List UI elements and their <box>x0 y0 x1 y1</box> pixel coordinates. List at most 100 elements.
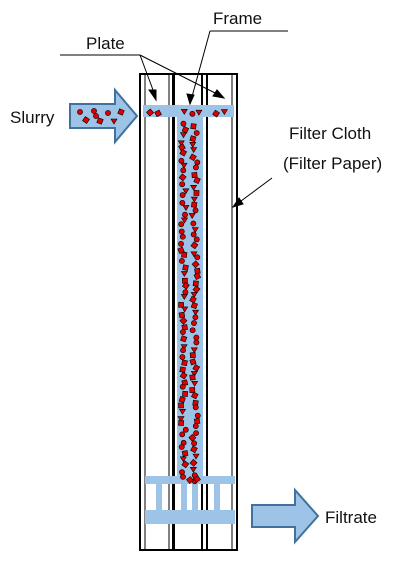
slurry-particle <box>182 211 188 218</box>
slurry-particle <box>154 109 162 118</box>
slurry-particle <box>193 272 202 281</box>
slurry-particle <box>180 108 188 115</box>
slurry-particle <box>188 213 196 220</box>
slurry-particle <box>188 433 197 442</box>
slurry-particle <box>179 181 186 188</box>
slurry-particle <box>191 391 199 400</box>
slurry-particle <box>192 364 201 372</box>
slurry-particle <box>189 387 196 393</box>
slurry-particle <box>195 109 203 116</box>
slurry-particle <box>191 172 198 179</box>
slurry-particle <box>189 135 197 143</box>
slurry-particle <box>178 228 185 235</box>
slurry-particle <box>180 347 186 354</box>
slurry-particle <box>179 383 186 390</box>
slurry-particle <box>191 440 198 447</box>
slurry-particle <box>178 311 186 319</box>
filtrate-outlet-arrow <box>251 487 320 545</box>
slurry-particle <box>181 251 188 258</box>
slurry-particle <box>177 416 185 423</box>
slurry-label: Slurry <box>10 108 55 127</box>
plate-leader-arrowhead <box>148 89 157 102</box>
slurry-particle <box>179 354 186 360</box>
frame-label: Frame <box>213 9 262 28</box>
slurry-particle <box>193 236 200 243</box>
slurry-particle <box>189 153 197 162</box>
slurry-particle <box>178 143 186 152</box>
slurry-particle <box>179 431 186 438</box>
slurry-particle <box>180 167 187 174</box>
slurry-fill <box>143 105 235 524</box>
slurry-particle <box>179 371 188 380</box>
drain-leg <box>214 484 220 510</box>
slurry-particle <box>190 445 198 454</box>
slurry-particle <box>178 444 185 450</box>
slurry-particle <box>180 271 188 277</box>
slurry-particle <box>193 418 201 425</box>
top-slurry-channel <box>143 105 234 117</box>
slurry-particle <box>182 205 190 211</box>
slurry-particle <box>191 260 200 269</box>
slurry-particle <box>179 199 186 206</box>
slurry-particle <box>179 132 188 139</box>
slurry-particle <box>179 469 185 476</box>
slurry-particle <box>181 281 190 290</box>
slurry-particle <box>182 289 189 296</box>
frame-leader-arrowhead <box>186 93 195 106</box>
slurry-particle <box>190 147 198 154</box>
slurry-particle <box>189 327 196 334</box>
slurry-particle <box>193 475 201 483</box>
slurry-particle <box>181 460 190 469</box>
slurry-particle <box>194 254 201 261</box>
slurry-particle <box>190 241 199 250</box>
slurry-particle <box>91 108 97 114</box>
slurry-particle <box>180 344 188 351</box>
slurry-particle <box>182 390 189 397</box>
slurry-particle <box>180 329 186 335</box>
slurry-particle <box>191 320 197 326</box>
slurry-particle <box>192 314 199 321</box>
slurry-particle <box>190 184 198 191</box>
slurry-particle <box>190 231 197 238</box>
slurry-particles <box>146 108 228 485</box>
drain-leg <box>181 484 187 510</box>
slurry-particle <box>190 201 198 208</box>
drain-leg <box>156 484 162 510</box>
plate-label: Plate <box>86 34 125 53</box>
slurry-particle <box>179 192 186 198</box>
filter-paper-label: (Filter Paper) <box>283 154 382 173</box>
slurry-particle <box>193 430 199 437</box>
slurry-particle <box>178 173 187 182</box>
slurry-particle <box>191 227 199 234</box>
slurry-particle <box>190 347 198 354</box>
slurry-particle <box>182 426 189 433</box>
slurry-particle <box>178 157 185 164</box>
slurry-particle <box>189 374 196 381</box>
slurry-particle <box>179 456 187 463</box>
slurry-particle <box>179 258 185 264</box>
slurry-particle <box>117 108 125 116</box>
slurry-particle <box>178 402 184 409</box>
slurry-particle <box>178 408 187 415</box>
slurry-particle <box>182 188 190 195</box>
slurry-particle <box>181 126 190 134</box>
slurry-particle <box>96 117 104 125</box>
plate-leader-arrowhead <box>212 89 226 99</box>
plate-edges-overlay <box>168 117 208 476</box>
slurry-particle <box>82 116 90 124</box>
slurry-particle <box>182 264 189 271</box>
slurry-particle <box>189 458 198 467</box>
slurry-particle <box>193 176 201 185</box>
slurry-particle <box>192 280 199 287</box>
filtrate-label: Filtrate <box>325 508 377 527</box>
slurry-particle <box>192 309 200 316</box>
slurry-particle <box>181 324 188 331</box>
slurry-particle <box>179 316 188 325</box>
slurry-particle <box>192 285 201 294</box>
slurry-particle <box>192 453 200 460</box>
slurry-particle <box>193 190 200 196</box>
slurry-particle <box>180 473 186 480</box>
slurry-particle <box>193 334 200 341</box>
slurry-particle <box>190 220 197 227</box>
slurry-particle <box>180 217 189 224</box>
